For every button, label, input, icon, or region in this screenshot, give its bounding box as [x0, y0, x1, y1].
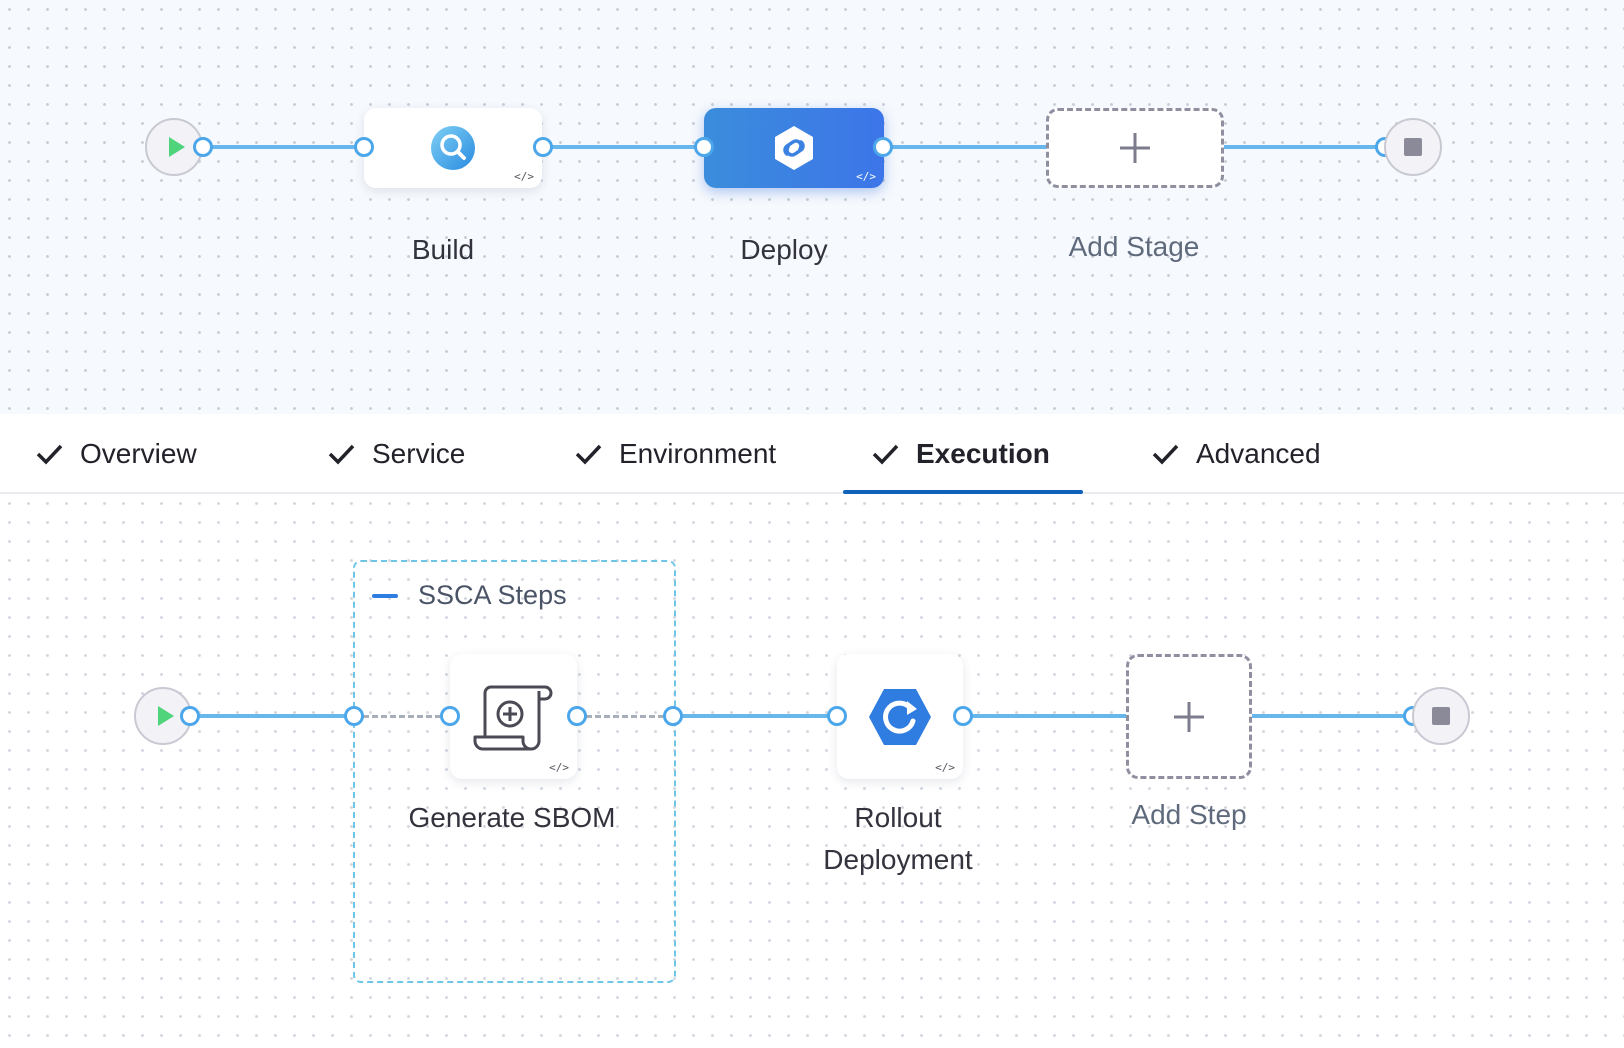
check-icon: [575, 444, 602, 465]
active-tab-indicator: [843, 490, 1083, 494]
step-connector-dashed: [577, 715, 673, 718]
stop-icon: [1404, 138, 1422, 156]
tab-environment-label: Environment: [619, 438, 777, 469]
execution-start-port[interactable]: [180, 706, 200, 726]
pipeline-start-port[interactable]: [193, 137, 213, 157]
build-output-port[interactable]: [533, 137, 553, 157]
add-step-button[interactable]: [1126, 654, 1252, 779]
stage-tabs: Overview Service Environment Execution A…: [0, 414, 1624, 494]
stage-build-node[interactable]: </>: [364, 108, 542, 188]
tab-environment[interactable]: Environment: [573, 414, 776, 494]
tab-execution[interactable]: Execution: [870, 414, 1050, 494]
sbom-input-port[interactable]: [440, 706, 460, 726]
step-connector: [673, 714, 837, 718]
code-tag-icon: </>: [549, 761, 569, 774]
add-stage-label: Add Stage: [1068, 231, 1200, 262]
stage-connector: [543, 145, 703, 149]
play-icon: [157, 706, 174, 726]
build-search-icon: [431, 126, 475, 170]
sbom-scroll-icon: [473, 685, 552, 750]
stage-deploy-node[interactable]: </>: [704, 108, 884, 188]
play-icon: [168, 137, 185, 157]
tab-service[interactable]: Service: [326, 414, 465, 494]
stage-connector: [1223, 145, 1385, 149]
rollout-output-port[interactable]: [953, 706, 973, 726]
stage-build-label: Build: [411, 234, 475, 265]
group-output-port[interactable]: [663, 706, 683, 726]
plus-icon: [1174, 701, 1204, 732]
code-tag-icon: </>: [935, 761, 955, 774]
rollout-deployment-icon: [869, 688, 931, 745]
pipeline-end-node: [1384, 118, 1442, 176]
plus-icon: [1120, 133, 1150, 163]
step-rollout-deployment-label: Rollout Deployment: [823, 802, 973, 875]
code-tag-icon: </>: [514, 170, 534, 183]
step-connector-dashed: [354, 715, 450, 718]
stage-connector: [883, 145, 1046, 149]
step-group-ssca[interactable]: [353, 560, 676, 983]
pipeline-stage-canvas: </> Build </> Deploy Add Stage: [0, 0, 1624, 414]
step-connector: [963, 714, 1126, 718]
add-step-label: Add Step: [1131, 799, 1247, 830]
check-icon: [872, 444, 899, 465]
execution-canvas: [0, 494, 1624, 1048]
stop-icon: [1432, 707, 1450, 725]
step-generate-sbom-label: Generate SBOM: [408, 802, 616, 833]
group-input-port[interactable]: [344, 706, 364, 726]
tab-advanced[interactable]: Advanced: [1150, 414, 1321, 494]
tab-service-label: Service: [372, 438, 466, 469]
step-generate-sbom-node[interactable]: </>: [450, 654, 577, 779]
rollout-input-port[interactable]: [827, 706, 847, 726]
tab-overview[interactable]: Overview: [34, 414, 197, 494]
check-icon: [36, 444, 63, 465]
stage-deploy-label: Deploy: [740, 234, 828, 265]
step-connector: [190, 714, 354, 718]
stage-connector: [203, 145, 363, 149]
deploy-input-port[interactable]: [694, 137, 714, 157]
sbom-output-port[interactable]: [567, 706, 587, 726]
add-stage-button[interactable]: [1046, 108, 1224, 188]
tab-overview-label: Overview: [80, 438, 197, 469]
tab-execution-label: Execution: [916, 438, 1050, 469]
build-input-port[interactable]: [354, 137, 374, 157]
step-group-title: SSCA Steps: [418, 580, 567, 610]
check-icon: [1152, 444, 1179, 465]
code-tag-icon: </>: [856, 170, 876, 183]
check-icon: [328, 444, 355, 465]
tab-advanced-label: Advanced: [1196, 438, 1321, 469]
execution-end-node: [1412, 687, 1470, 745]
step-group-header[interactable]: SSCA Steps: [372, 580, 567, 611]
collapse-icon[interactable]: [372, 593, 398, 598]
deploy-output-port[interactable]: [873, 137, 893, 157]
deploy-link-icon: [775, 126, 813, 170]
step-connector: [1252, 714, 1413, 718]
step-rollout-deployment-node[interactable]: </>: [837, 654, 963, 779]
